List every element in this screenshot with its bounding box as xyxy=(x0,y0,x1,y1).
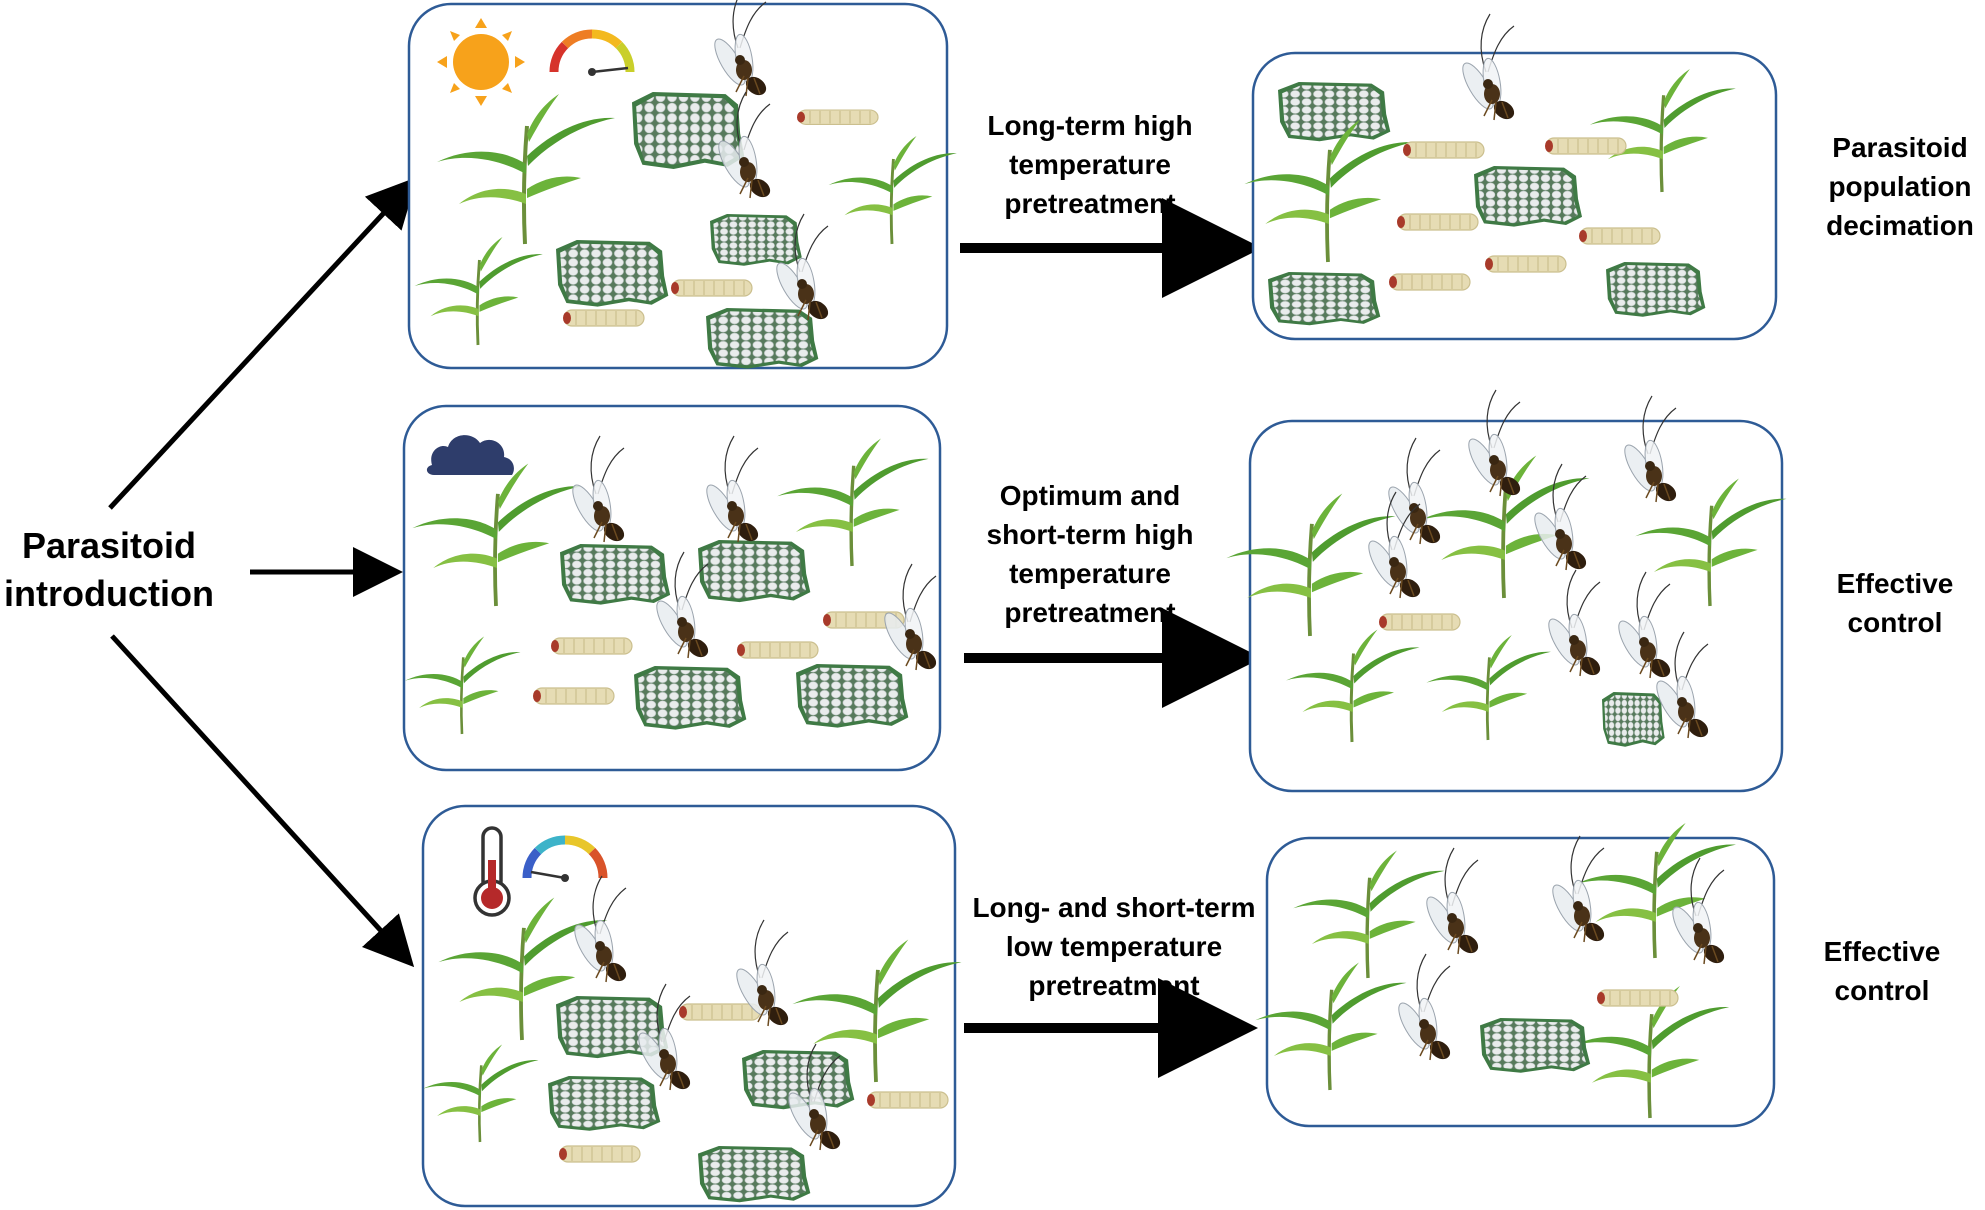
row1-outcome-line-1: Parasitoid xyxy=(1832,132,1968,163)
row2-outcome-line-1: Effective xyxy=(1836,568,1954,599)
row2-treatment-label: Optimum and short-term high temperature … xyxy=(950,476,1230,632)
sun-icon xyxy=(437,18,525,106)
row1-outcome-label: Parasitoid population decimation xyxy=(1815,128,1985,245)
row2-treatment-line-1: Optimum and xyxy=(999,480,1181,511)
row3-outcome-line-2: control xyxy=(1834,975,1930,1006)
row3-treatment-line-2: low temperature xyxy=(1005,931,1223,962)
thermometer-icon xyxy=(473,826,511,917)
row3-treatment-label: Long- and short-term low temperature pre… xyxy=(956,888,1272,1005)
row1-treatment-line-2: temperature xyxy=(1009,149,1171,180)
row1-treatment-line-1: Long-term high xyxy=(987,110,1193,141)
arrow-intro-to-row1 xyxy=(108,177,418,510)
intro-line-1: Parasitoid xyxy=(21,525,197,566)
intro-line-2: introduction xyxy=(4,573,214,614)
arrow-intro-to-row3 xyxy=(110,634,415,968)
row3-treatment-line-3: pretreatment xyxy=(1028,970,1200,1001)
row2-outcome-label: Effective control xyxy=(1815,564,1975,642)
row1-treatment-label: Long-term high temperature pretreatment xyxy=(950,106,1230,223)
row1-outcome-line-3: decimation xyxy=(1826,210,1974,241)
row3-outcome-line-1: Effective xyxy=(1823,936,1941,967)
row2-outcome-line-2: control xyxy=(1847,607,1943,638)
intro-label: Parasitoid introduction xyxy=(0,522,218,618)
cloud-icon xyxy=(426,435,514,475)
row3-treatment-line-1: Long- and short-term xyxy=(972,892,1256,923)
gauge-icon xyxy=(522,835,608,882)
row3-outcome-label: Effective control xyxy=(1802,932,1962,1010)
row2-treatment-line-3: temperature xyxy=(1009,558,1171,589)
gauge-icon xyxy=(549,29,635,76)
row1-treatment-line-3: pretreatment xyxy=(1004,188,1176,219)
row2-treatment-line-4: pretreatment xyxy=(1004,597,1176,628)
row2-treatment-line-2: short-term high xyxy=(986,519,1194,550)
row1-outcome-line-2: population xyxy=(1828,171,1972,202)
